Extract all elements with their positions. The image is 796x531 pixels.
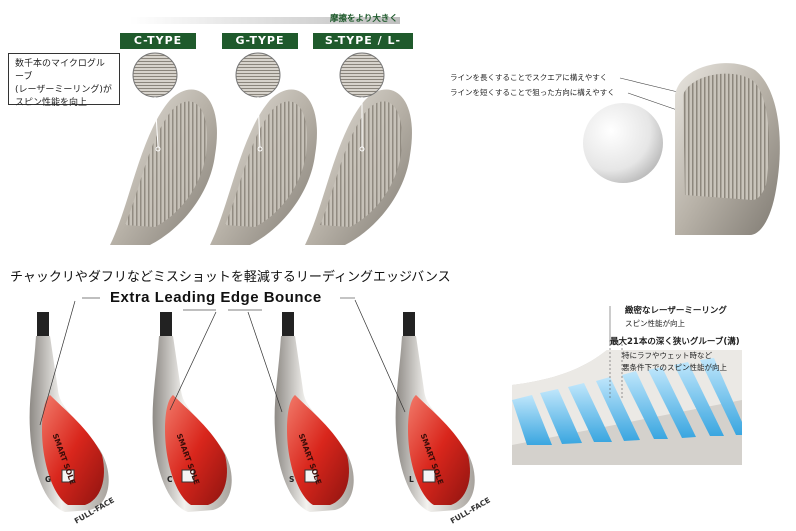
bounce-label: Extra Leading Edge Bounce [110,289,322,306]
wedge-faces-illustration [110,52,412,245]
friction-arrow [130,17,400,24]
groove-cross-section [512,340,742,465]
alignment-note-short: ラインを短くすることで狙った方向に構えやすく [450,88,615,97]
s-l-type-tag: S-TYPE / L-TYPE [313,33,413,63]
groove-lines [512,358,742,445]
c-type-wedge [110,89,217,245]
c-type-tag: C-TYPE [120,33,196,49]
c-type-zoom-icon [132,52,178,152]
leading-edge-headline: チャックリやダフリなどミスショットを軽減するリーディングエッジバンス [10,270,451,285]
club-c [152,311,232,512]
g-type-zoom-icon [235,52,281,152]
g-type-tag: G-TYPE [222,33,298,49]
club-s [247,311,354,512]
note-line-3: スピン性能を向上 [15,98,88,108]
deep-groove-title: 最大21本の深く狭いグルーブ(溝) [610,337,740,347]
club-l-letter: L [409,475,414,484]
club-l [354,299,475,512]
laser-milling-title: 緻密なレーザーミーリング [625,306,727,316]
groove-callout-lines [609,306,619,346]
alignment-note-long: ラインを長くすることでスクエアに構えやすく [450,73,608,82]
club-s-letter: S [289,475,295,484]
deep-groove-sub-2: 悪条件下でのスピン性能が向上 [622,363,727,372]
club-g-letter: G [45,475,52,484]
micro-groove-note: 数千本のマイクログルーブ (レーザーミーリング)が スピン性能を向上 [8,53,120,108]
s-l-type-zoom-icon [339,52,385,152]
note-line-1: 数千本のマイクログルーブ [15,59,105,82]
friction-label: 摩擦をより大きく [330,14,398,24]
club-c-letter: C [167,475,173,484]
bounce-callout-lines [82,297,355,311]
wedge-and-ball-illustration [583,63,780,235]
deep-groove-sub-1: 特にラフやウェット時など [622,351,712,360]
laser-milling-sub: スピン性能が向上 [625,319,685,328]
club-g [29,300,109,512]
g-type-wedge [210,89,317,245]
note-line-2: (レーザーミーリング)が [15,85,112,95]
wedge-face-right [675,63,780,235]
golf-ball-icon [583,103,663,183]
wedge-soles-illustration [29,299,475,512]
s-l-type-wedge [305,89,412,245]
